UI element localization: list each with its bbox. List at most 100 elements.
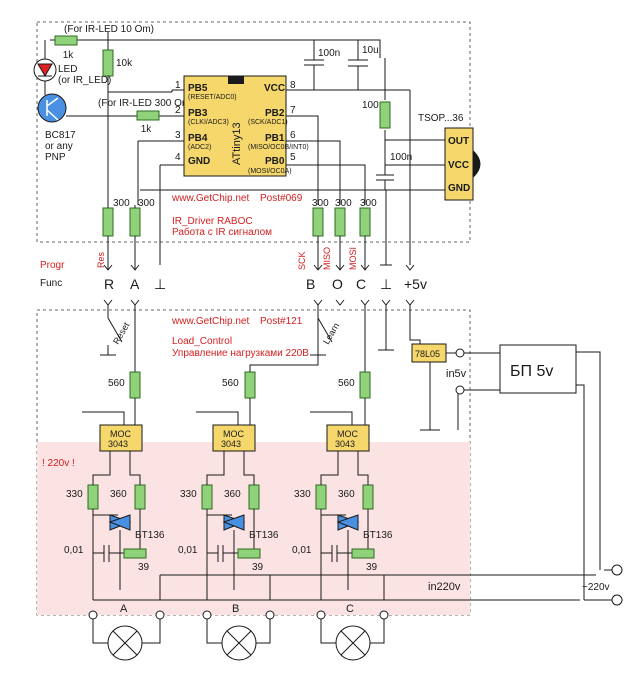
svg-text:300: 300 — [312, 198, 329, 209]
svg-text:5: 5 — [290, 152, 296, 163]
label-100: 100 — [362, 100, 379, 111]
svg-text:БП 5v: БП 5v — [510, 363, 553, 380]
svg-text:0,01: 0,01 — [178, 545, 198, 556]
svg-text:(MOSI/OC0A): (MOSI/OC0A) — [248, 168, 292, 175]
svg-text:C: C — [356, 276, 366, 292]
triac-stage-b: 330 360 BT136 0,01 39 — [178, 451, 279, 600]
svg-text:7: 7 — [290, 105, 296, 116]
terminal-ac-2 — [611, 594, 623, 606]
progr-res: Res — [96, 251, 106, 268]
cap-10u: 10u — [362, 45, 379, 56]
svg-text:0,01: 0,01 — [64, 545, 84, 556]
progr-miso: MISO — [322, 247, 332, 270]
transistor-label-3: PNP — [45, 152, 66, 163]
load-terminals — [88, 610, 389, 620]
svg-text:PB3: PB3 — [188, 108, 208, 119]
svg-text:330: 330 — [180, 489, 197, 500]
func-pins: R A ⊥ B O C ⊥ +5v — [104, 276, 427, 292]
svg-text:360: 360 — [224, 489, 241, 500]
ac220-label: ~220v — [582, 582, 610, 593]
svg-text:PB5: PB5 — [188, 83, 208, 94]
svg-text:560: 560 — [222, 378, 239, 389]
bottom-title-2: Управление нагрузками 220В — [172, 348, 309, 359]
svg-text:MOC: MOC — [337, 429, 358, 439]
svg-text:PB2: PB2 — [265, 108, 285, 119]
svg-text:BT136: BT136 — [249, 530, 279, 541]
cap-100n-top: 100n — [318, 48, 340, 59]
note-led-300: (For IR-LED 300 Om) — [98, 98, 194, 109]
svg-text:+5v: +5v — [404, 276, 427, 292]
bottom-post: Post#121 — [260, 316, 303, 327]
resistors-560: 560 560 560 — [108, 371, 371, 399]
bottom-site: www.GetChip.net — [171, 316, 249, 327]
svg-text:300: 300 — [138, 198, 155, 209]
svg-text:GND: GND — [188, 156, 210, 167]
note-led-10: (For IR-LED 10 Om) — [64, 24, 154, 35]
svg-text:3: 3 — [175, 130, 181, 141]
svg-text:⊥: ⊥ — [380, 276, 392, 292]
svg-text:360: 360 — [338, 489, 355, 500]
svg-text:O: O — [332, 276, 343, 292]
label-1k-top: 1k — [63, 50, 75, 61]
svg-text:330: 330 — [66, 489, 83, 500]
tsop-pin-out: OUT — [448, 136, 469, 147]
tsop-pin-gnd: GND — [448, 183, 470, 194]
progr-mosi: MOSI — [348, 247, 358, 270]
led-triangle — [37, 63, 53, 77]
svg-text:39: 39 — [366, 562, 378, 573]
svg-text:300: 300 — [335, 198, 352, 209]
mcu-pins-left: 1 PB5 (RESET/ADC0) 2 PB3 (CLKI/ADC3) 3 P… — [175, 80, 237, 167]
top-site: www.GetChip.net — [171, 193, 249, 204]
svg-text:B: B — [306, 276, 315, 292]
svg-text:560: 560 — [338, 378, 355, 389]
svg-text:39: 39 — [138, 562, 150, 573]
lamp-c-icon — [335, 625, 371, 661]
svg-text:39: 39 — [252, 562, 264, 573]
transistor-label: BC817 — [45, 130, 76, 141]
svg-text:MOC: MOC — [223, 429, 244, 439]
switch-learn[interactable]: Learn — [321, 321, 341, 346]
svg-text:MOC: MOC — [110, 429, 131, 439]
svg-text:PB0: PB0 — [265, 156, 285, 167]
mcu-pins-right: 8 VCC 7 PB2 (SCK/ADC1) 6 PB1 (MISO/OC0B/… — [248, 80, 309, 175]
triac-stage-c: 330 360 BT136 0,01 39 — [292, 451, 393, 600]
resistor-100 — [379, 101, 391, 129]
svg-text:300: 300 — [360, 198, 377, 209]
channel-a: A — [120, 603, 128, 615]
cap-100n-mid: 100n — [390, 152, 412, 163]
svg-text:560: 560 — [108, 378, 125, 389]
svg-text:2: 2 — [175, 105, 181, 116]
label-10k: 10k — [116, 58, 133, 69]
top-title-1: IR_Driver RABOC — [172, 216, 253, 227]
bottom-title-1: Load_Control — [172, 336, 232, 347]
svg-text:3043: 3043 — [335, 439, 355, 449]
svg-text:VCC: VCC — [264, 83, 285, 94]
svg-text:1: 1 — [175, 80, 181, 91]
func-label: Func — [40, 278, 62, 289]
svg-text:300: 300 — [113, 198, 130, 209]
svg-text:BT136: BT136 — [363, 530, 393, 541]
led-label: LED — [58, 64, 77, 75]
svg-text:8: 8 — [290, 80, 296, 91]
channel-c: C — [346, 603, 354, 615]
svg-text:(CLKI/ADC3): (CLKI/ADC3) — [188, 119, 229, 126]
tsop-pin-vcc: VCC — [448, 160, 469, 171]
svg-text:R: R — [104, 276, 114, 292]
lamp-b-icon — [221, 625, 257, 661]
tsop-label: TSOP...36 — [418, 113, 464, 124]
svg-text:78L05: 78L05 — [415, 349, 440, 359]
svg-text:(SCK/ADC1): (SCK/ADC1) — [248, 119, 288, 126]
svg-text:BT136: BT136 — [135, 530, 165, 541]
progr-label: Progr — [40, 260, 65, 271]
channel-b: B — [232, 603, 239, 615]
svg-text:(RESET/ADC0): (RESET/ADC0) — [188, 94, 237, 101]
svg-text:0,01: 0,01 — [292, 545, 312, 556]
transistor-icon — [37, 93, 67, 123]
transistor-label-2: or any — [45, 141, 73, 152]
moc-optocouplers: MOC 3043 MOC 3043 MOC 3043 — [99, 424, 370, 452]
triac-stage-a: 330 360 BT136 0,01 39 — [64, 451, 165, 600]
svg-text:(MISO/OC0B/INT0): (MISO/OC0B/INT0) — [248, 144, 309, 151]
switch-reset[interactable]: Reset — [111, 320, 132, 346]
svg-text:330: 330 — [294, 489, 311, 500]
